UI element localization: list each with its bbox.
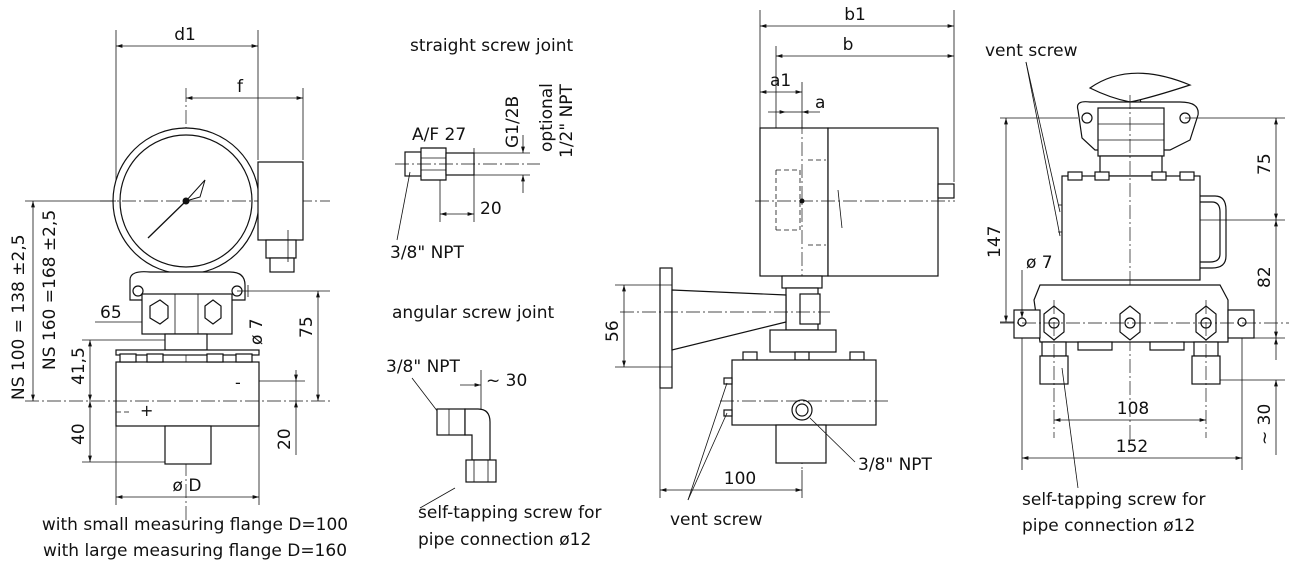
optional-label: optional [537, 83, 557, 152]
angular-screw-joint: angular screw joint 3/8" NPT ~ 30 self-t… [386, 303, 602, 550]
gauge-pointer [147, 200, 187, 239]
front-gauge-top [1088, 72, 1192, 103]
svg-text:+: + [140, 401, 153, 420]
npt-half-label: 1/2" NPT [557, 83, 577, 158]
front-note-line2: pipe connection ø12 [1022, 516, 1195, 536]
angular-note-line2: pipe connection ø12 [418, 530, 591, 550]
side-measuring-cell [731, 359, 877, 426]
f-label: f [237, 77, 244, 97]
d20-label: 20 [275, 428, 295, 450]
caption-large-flange: with large measuring flange D=160 [43, 541, 347, 561]
angular-nut [465, 459, 497, 483]
caption-small-flange: with small measuring flange D=100 [42, 515, 348, 535]
angular-joint-title: angular screw joint [392, 303, 554, 323]
measuring-cell [115, 361, 260, 427]
b1-label: b1 [844, 5, 866, 25]
d75-front-label: 75 [1255, 153, 1275, 175]
vent-screw-side-label: vent screw [670, 510, 763, 530]
d100-label: 100 [724, 469, 756, 489]
approx30-front-label: ~ 30 [1255, 404, 1275, 445]
d152-label: 152 [1116, 437, 1148, 457]
d56-label: 56 [603, 320, 623, 342]
a-label: a [815, 93, 825, 113]
straight-screw-joint: straight screw joint A/F 27 20 G1/2B opt… [390, 36, 577, 263]
vent-screw-front-label: vent screw [985, 41, 1078, 61]
contact-housing [257, 161, 304, 241]
d75-label: 75 [297, 316, 317, 338]
front-measuring-body [1061, 175, 1201, 281]
d41-5-label: 41,5 [69, 347, 89, 385]
d65-label: 65 [100, 303, 122, 323]
a1-label: a1 [770, 71, 791, 91]
af27-label: A/F 27 [412, 125, 466, 145]
manifold-front-view: vent screw [985, 41, 1289, 536]
d147-label: 147 [985, 226, 1005, 258]
mounting-flange [659, 267, 673, 389]
front-note-line1: self-tapping screw for [1022, 490, 1206, 510]
mounting-bracket [129, 271, 246, 301]
side-gauge-case [759, 127, 829, 277]
gauge-front-view: d1 f + - [9, 25, 348, 561]
gauge-side-view: b1 b a1 a 56 [603, 5, 955, 530]
npt-38-angular-label: 3/8" NPT [386, 357, 461, 377]
npt-38-side-label: 3/8" NPT [858, 455, 933, 475]
approx30-angular-label: ~ 30 [486, 371, 527, 391]
ns100-label: NS 100 = 138 ±2,5 [9, 234, 29, 400]
b-label: b [843, 35, 854, 55]
phiD-label: ø D [173, 476, 202, 496]
npt-38-straight-label: 3/8" NPT [390, 243, 465, 263]
straight-joint-title: straight screw joint [410, 36, 573, 56]
g12b-label: G1/2B [503, 96, 523, 148]
d1-label: d1 [174, 25, 196, 45]
d20-joint-label: 20 [480, 199, 502, 219]
d108-label: 108 [1117, 399, 1149, 419]
angular-note-line1: self-tapping screw for [418, 503, 602, 523]
svg-text:-: - [235, 373, 241, 392]
phi7-label: ø 7 [247, 318, 267, 345]
d82-label: 82 [1255, 266, 1275, 288]
ns160-label: NS 160 =168 ±2,5 [40, 210, 60, 370]
phi7-front-label: ø 7 [1026, 253, 1053, 273]
d40-label: 40 [69, 423, 89, 445]
